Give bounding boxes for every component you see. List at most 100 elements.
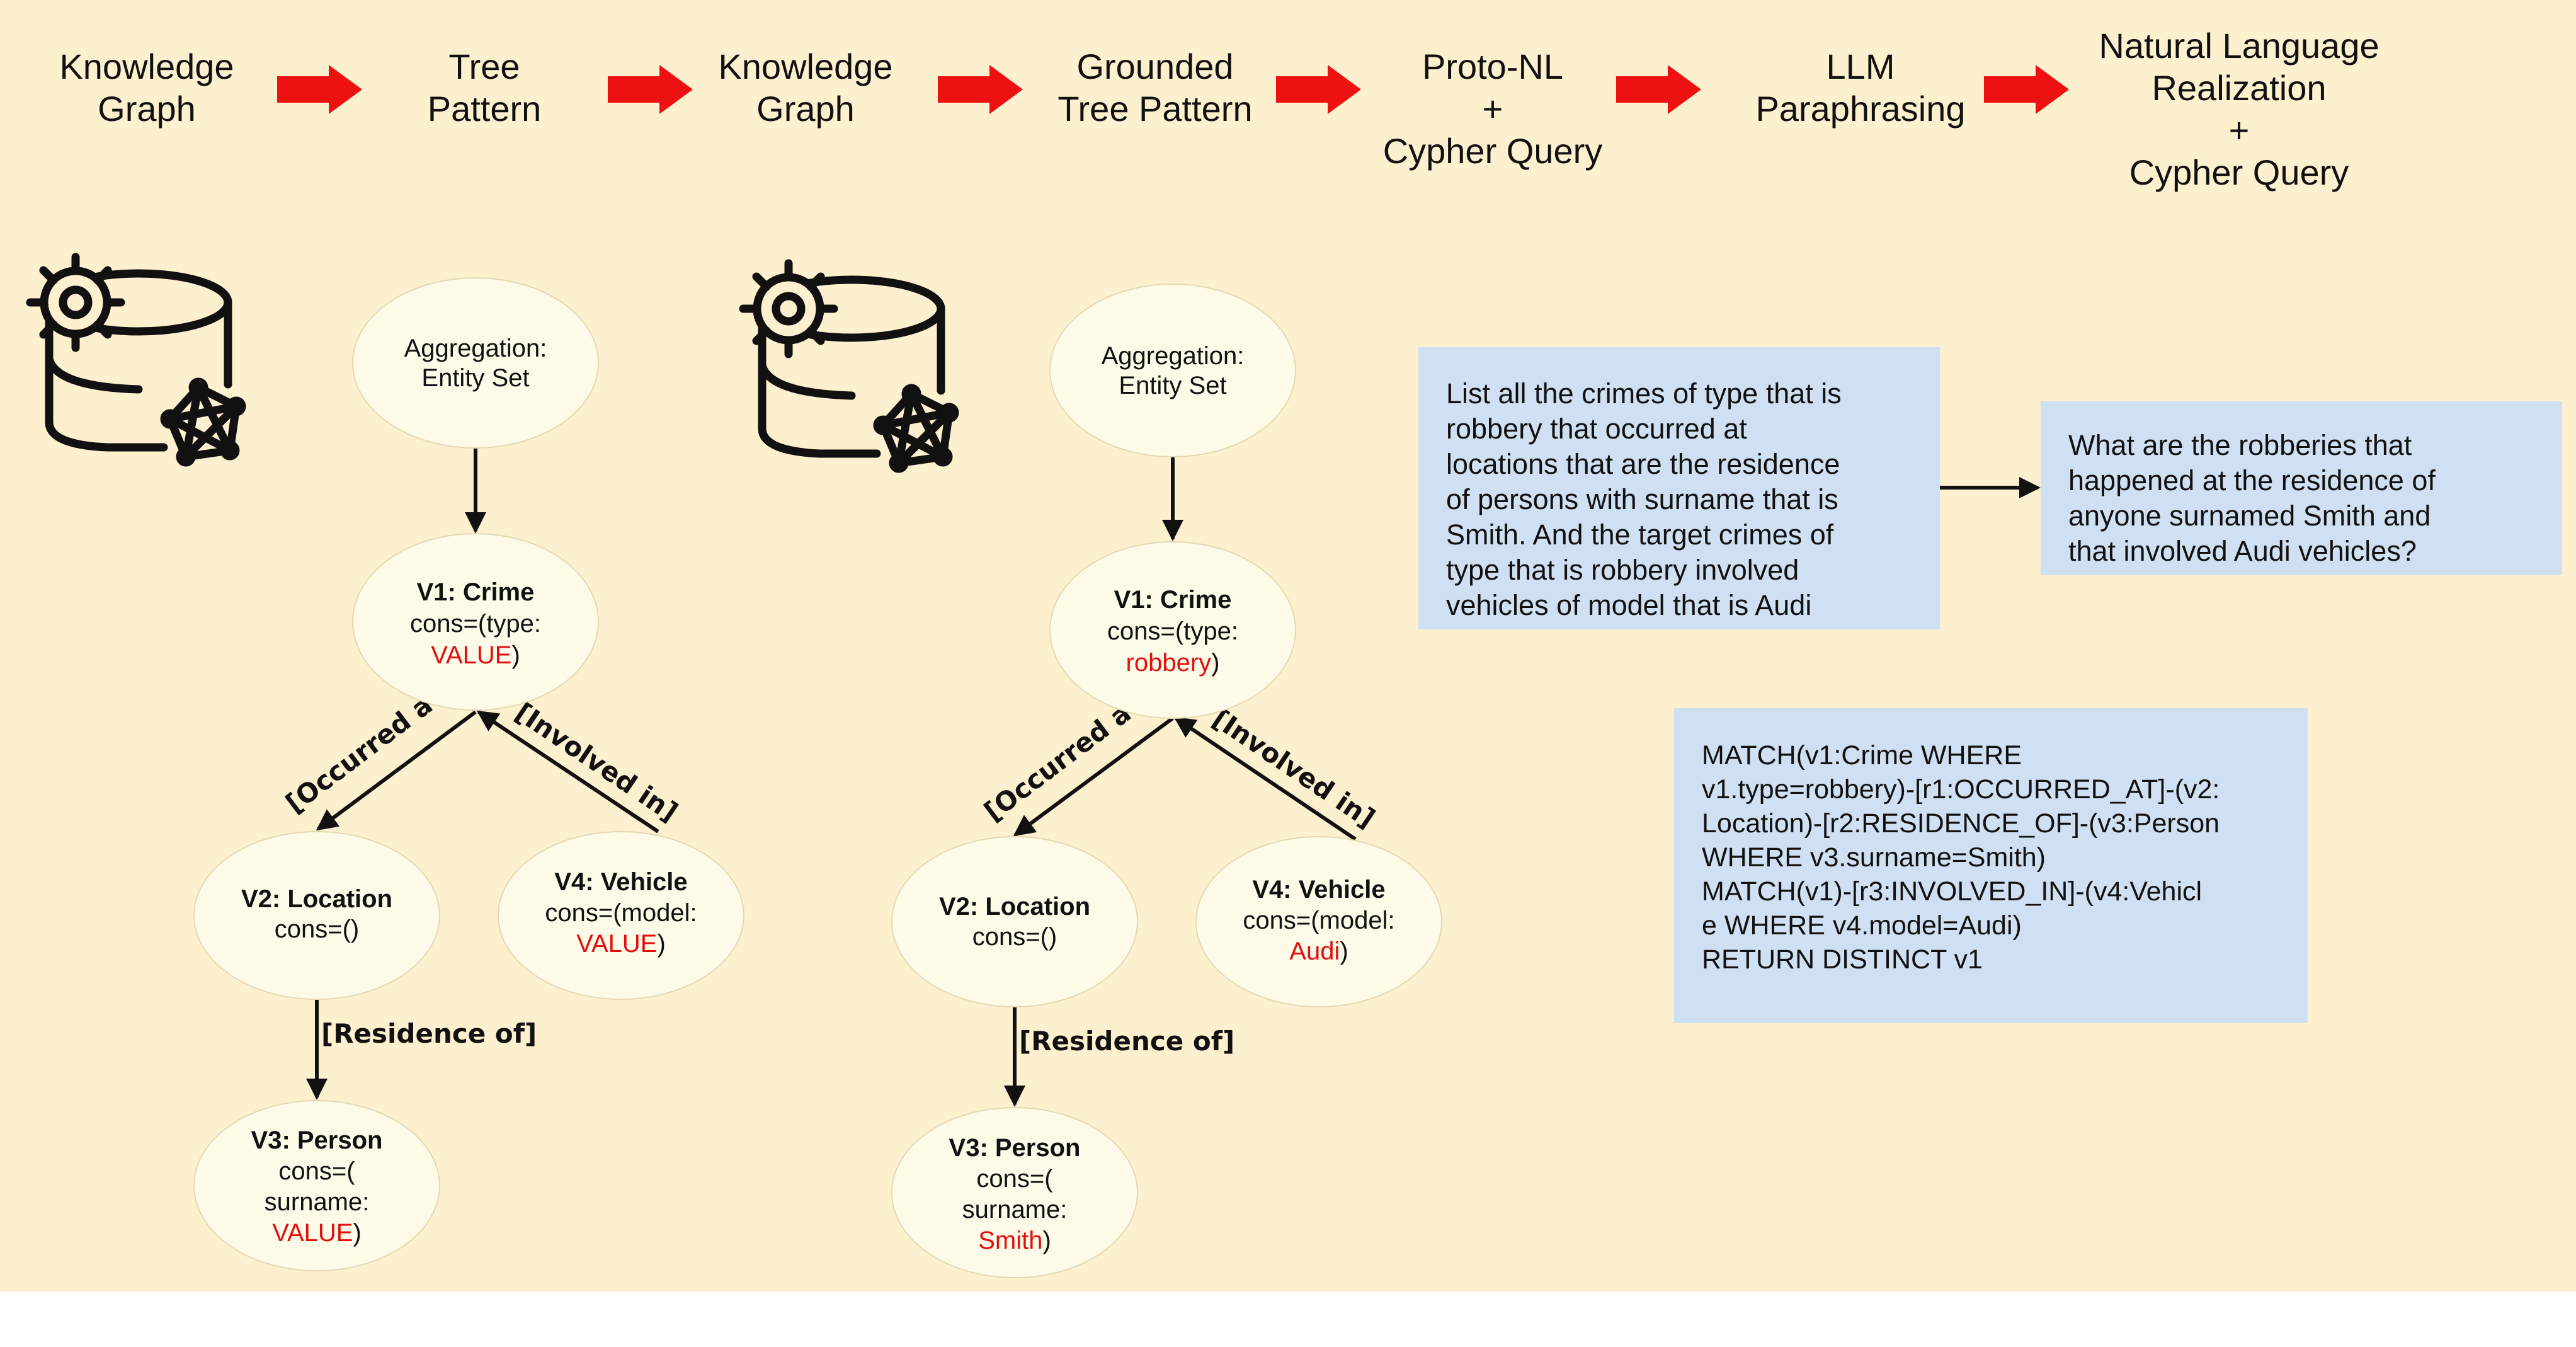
node-v3-person: V3: Person cons=( surname: Smith) xyxy=(891,1107,1138,1278)
stage-grounded-tree-pattern: Grounded Tree Pattern xyxy=(1057,47,1252,129)
stage-text: + xyxy=(1483,89,1503,129)
node-title: V3: Person xyxy=(251,1126,383,1154)
node-text: ) xyxy=(511,641,520,669)
edge-label-involved-in: [Involved in] xyxy=(510,697,683,828)
stage-text: Knowledge xyxy=(718,47,892,86)
red-arrow-icon xyxy=(1276,65,1361,114)
stage-natural-language-realization: Natural Language Realization + Cypher Qu… xyxy=(2099,26,2379,192)
node-text: ) xyxy=(1340,937,1348,965)
node-value: VALUE xyxy=(576,930,657,958)
stage-knowledge-graph-2: Knowledge Graph xyxy=(718,47,892,129)
svg-text:Cypher Query: Cypher Query xyxy=(1383,131,1603,171)
node-text: Aggregation: xyxy=(1102,342,1245,370)
cypher-line: Location)-[r2:RESIDENCE_OF]-(v3:Person xyxy=(1702,808,2220,839)
gear-icon xyxy=(26,253,125,352)
cypher-line: RETURN DISTINCT v1 xyxy=(1702,944,1983,975)
node-text: cons=() xyxy=(275,915,360,943)
svg-text:Graph: Graph xyxy=(756,89,855,129)
svg-text:Proto-NL: Proto-NL xyxy=(1422,47,1563,86)
edge-involved-in xyxy=(476,710,659,834)
red-arrow-icon xyxy=(938,65,1023,114)
node-v4-vehicle: V4: Vehicle cons=(model: VALUE) xyxy=(498,831,744,1000)
gear-icon xyxy=(739,259,838,358)
node-v2-location: V2: Location cons=() xyxy=(891,836,1138,1007)
proto-nl-line: robbery that occurred at xyxy=(1446,413,1747,445)
database-knowledge-graph-icon xyxy=(739,259,959,473)
node-title: V2: Location xyxy=(939,893,1090,920)
node-title: V4: Vehicle xyxy=(554,868,687,896)
svg-text:+: + xyxy=(2229,110,2250,150)
node-v4-vehicle: V4: Vehicle cons=(model: Audi) xyxy=(1195,836,1442,1007)
node-title: V4: Vehicle xyxy=(1252,876,1385,903)
stage-text: LLM xyxy=(1827,47,1895,86)
edge-label-residence-of: [Residence of] xyxy=(321,1018,537,1049)
node-v1-crime: V1: Crime cons=(type: VALUE) xyxy=(352,533,599,711)
edge-involved-in xyxy=(1173,716,1357,841)
node-value: Audi xyxy=(1289,937,1340,965)
stage-text: Cypher Query xyxy=(1383,131,1603,171)
red-arrow-icon xyxy=(1984,65,2069,114)
node-text: cons=( xyxy=(976,1165,1053,1193)
stage-text: + xyxy=(2229,110,2250,150)
paraphrase-line: that involved Audi vehicles? xyxy=(2068,535,2417,567)
node-text: cons=(model: xyxy=(545,899,697,927)
stage-text: Proto-NL xyxy=(1422,47,1563,86)
proto-nl-box: List all the crimes of type that is robb… xyxy=(1418,347,1940,629)
paraphrase-line: What are the robberies that xyxy=(2068,429,2412,461)
cypher-query-box: MATCH(v1:Crime WHERE v1.type=robbery)-[r… xyxy=(1674,708,2308,1023)
node-text: Entity Set xyxy=(1119,372,1226,399)
node-v2-location: V2: Location cons=() xyxy=(193,831,440,1000)
cypher-line: MATCH(v1:Crime WHERE xyxy=(1702,740,2022,771)
node-text: cons=(type: xyxy=(1107,617,1238,645)
node-root: Aggregation: Entity Set xyxy=(1049,284,1296,457)
node-text: ) xyxy=(353,1219,361,1247)
stage-text: Realization xyxy=(2151,68,2326,108)
svg-text:+: + xyxy=(1483,89,1503,129)
svg-text:Cypher Query: Cypher Query xyxy=(2129,152,2349,192)
stage-proto-nl: Proto-NL + Cypher Query xyxy=(1383,47,1603,171)
proto-nl-line: vehicles of model that is Audi xyxy=(1446,589,1812,621)
svg-text:Tree: Tree xyxy=(448,47,520,86)
svg-text:LLM: LLM xyxy=(1827,47,1895,86)
svg-text:Knowledge: Knowledge xyxy=(718,47,892,86)
red-arrow-icon xyxy=(277,65,362,114)
stage-text: Grounded xyxy=(1076,47,1233,86)
cypher-line: v1.type=robbery)-[r1:OCCURRED_AT]-(v2: xyxy=(1702,774,2220,805)
node-title: V3: Person xyxy=(949,1134,1081,1162)
network-icon xyxy=(160,377,246,467)
proto-nl-line: locations that are the residence xyxy=(1446,448,1840,480)
tree-pattern: [Occurred at] [Involved in] [Residence o… xyxy=(193,277,744,1271)
edge-occurred-at xyxy=(316,710,477,831)
stage-text: Knowledge xyxy=(59,47,234,86)
node-text: surname: xyxy=(265,1188,370,1216)
node-value-line: Audi) xyxy=(1289,937,1348,965)
paraphrase-line: happened at the residence of xyxy=(2068,464,2436,496)
svg-text:Tree Pattern: Tree Pattern xyxy=(1057,89,1252,129)
node-text: ) xyxy=(657,930,665,958)
node-value-line: robbery) xyxy=(1126,649,1220,677)
stage-text: Natural Language xyxy=(2099,26,2379,66)
proto-nl-line: type that is robbery involved xyxy=(1446,554,1799,586)
node-text: cons=(model: xyxy=(1243,907,1394,934)
proto-nl-line: Smith. And the target crimes of xyxy=(1446,519,1834,551)
red-arrow-icon xyxy=(608,65,693,114)
stage-llm-paraphrasing: LLM Paraphrasing xyxy=(1755,47,1965,129)
node-value: robbery xyxy=(1126,649,1212,677)
node-value-line: VALUE) xyxy=(576,930,666,958)
node-text: cons=() xyxy=(972,923,1057,951)
node-text: surname: xyxy=(962,1196,1068,1224)
node-v3-person: V3: Person cons=( surname: VALUE) xyxy=(193,1100,440,1271)
pipeline-arrows xyxy=(277,65,2069,114)
stage-text: Pattern xyxy=(428,89,542,129)
svg-text:Pattern: Pattern xyxy=(428,89,542,129)
edge-label-involved-in: [Involved in] xyxy=(1207,703,1381,834)
stage-text: Graph xyxy=(756,89,855,129)
node-root: Aggregation: Entity Set xyxy=(352,277,599,449)
svg-text:Grounded: Grounded xyxy=(1076,47,1233,86)
svg-text:Graph: Graph xyxy=(98,89,196,129)
database-knowledge-graph-icon xyxy=(26,253,246,467)
svg-text:Natural Language: Natural Language xyxy=(2099,26,2379,66)
network-icon xyxy=(873,384,959,473)
proto-nl-line: List all the crimes of type that is xyxy=(1446,377,1842,410)
